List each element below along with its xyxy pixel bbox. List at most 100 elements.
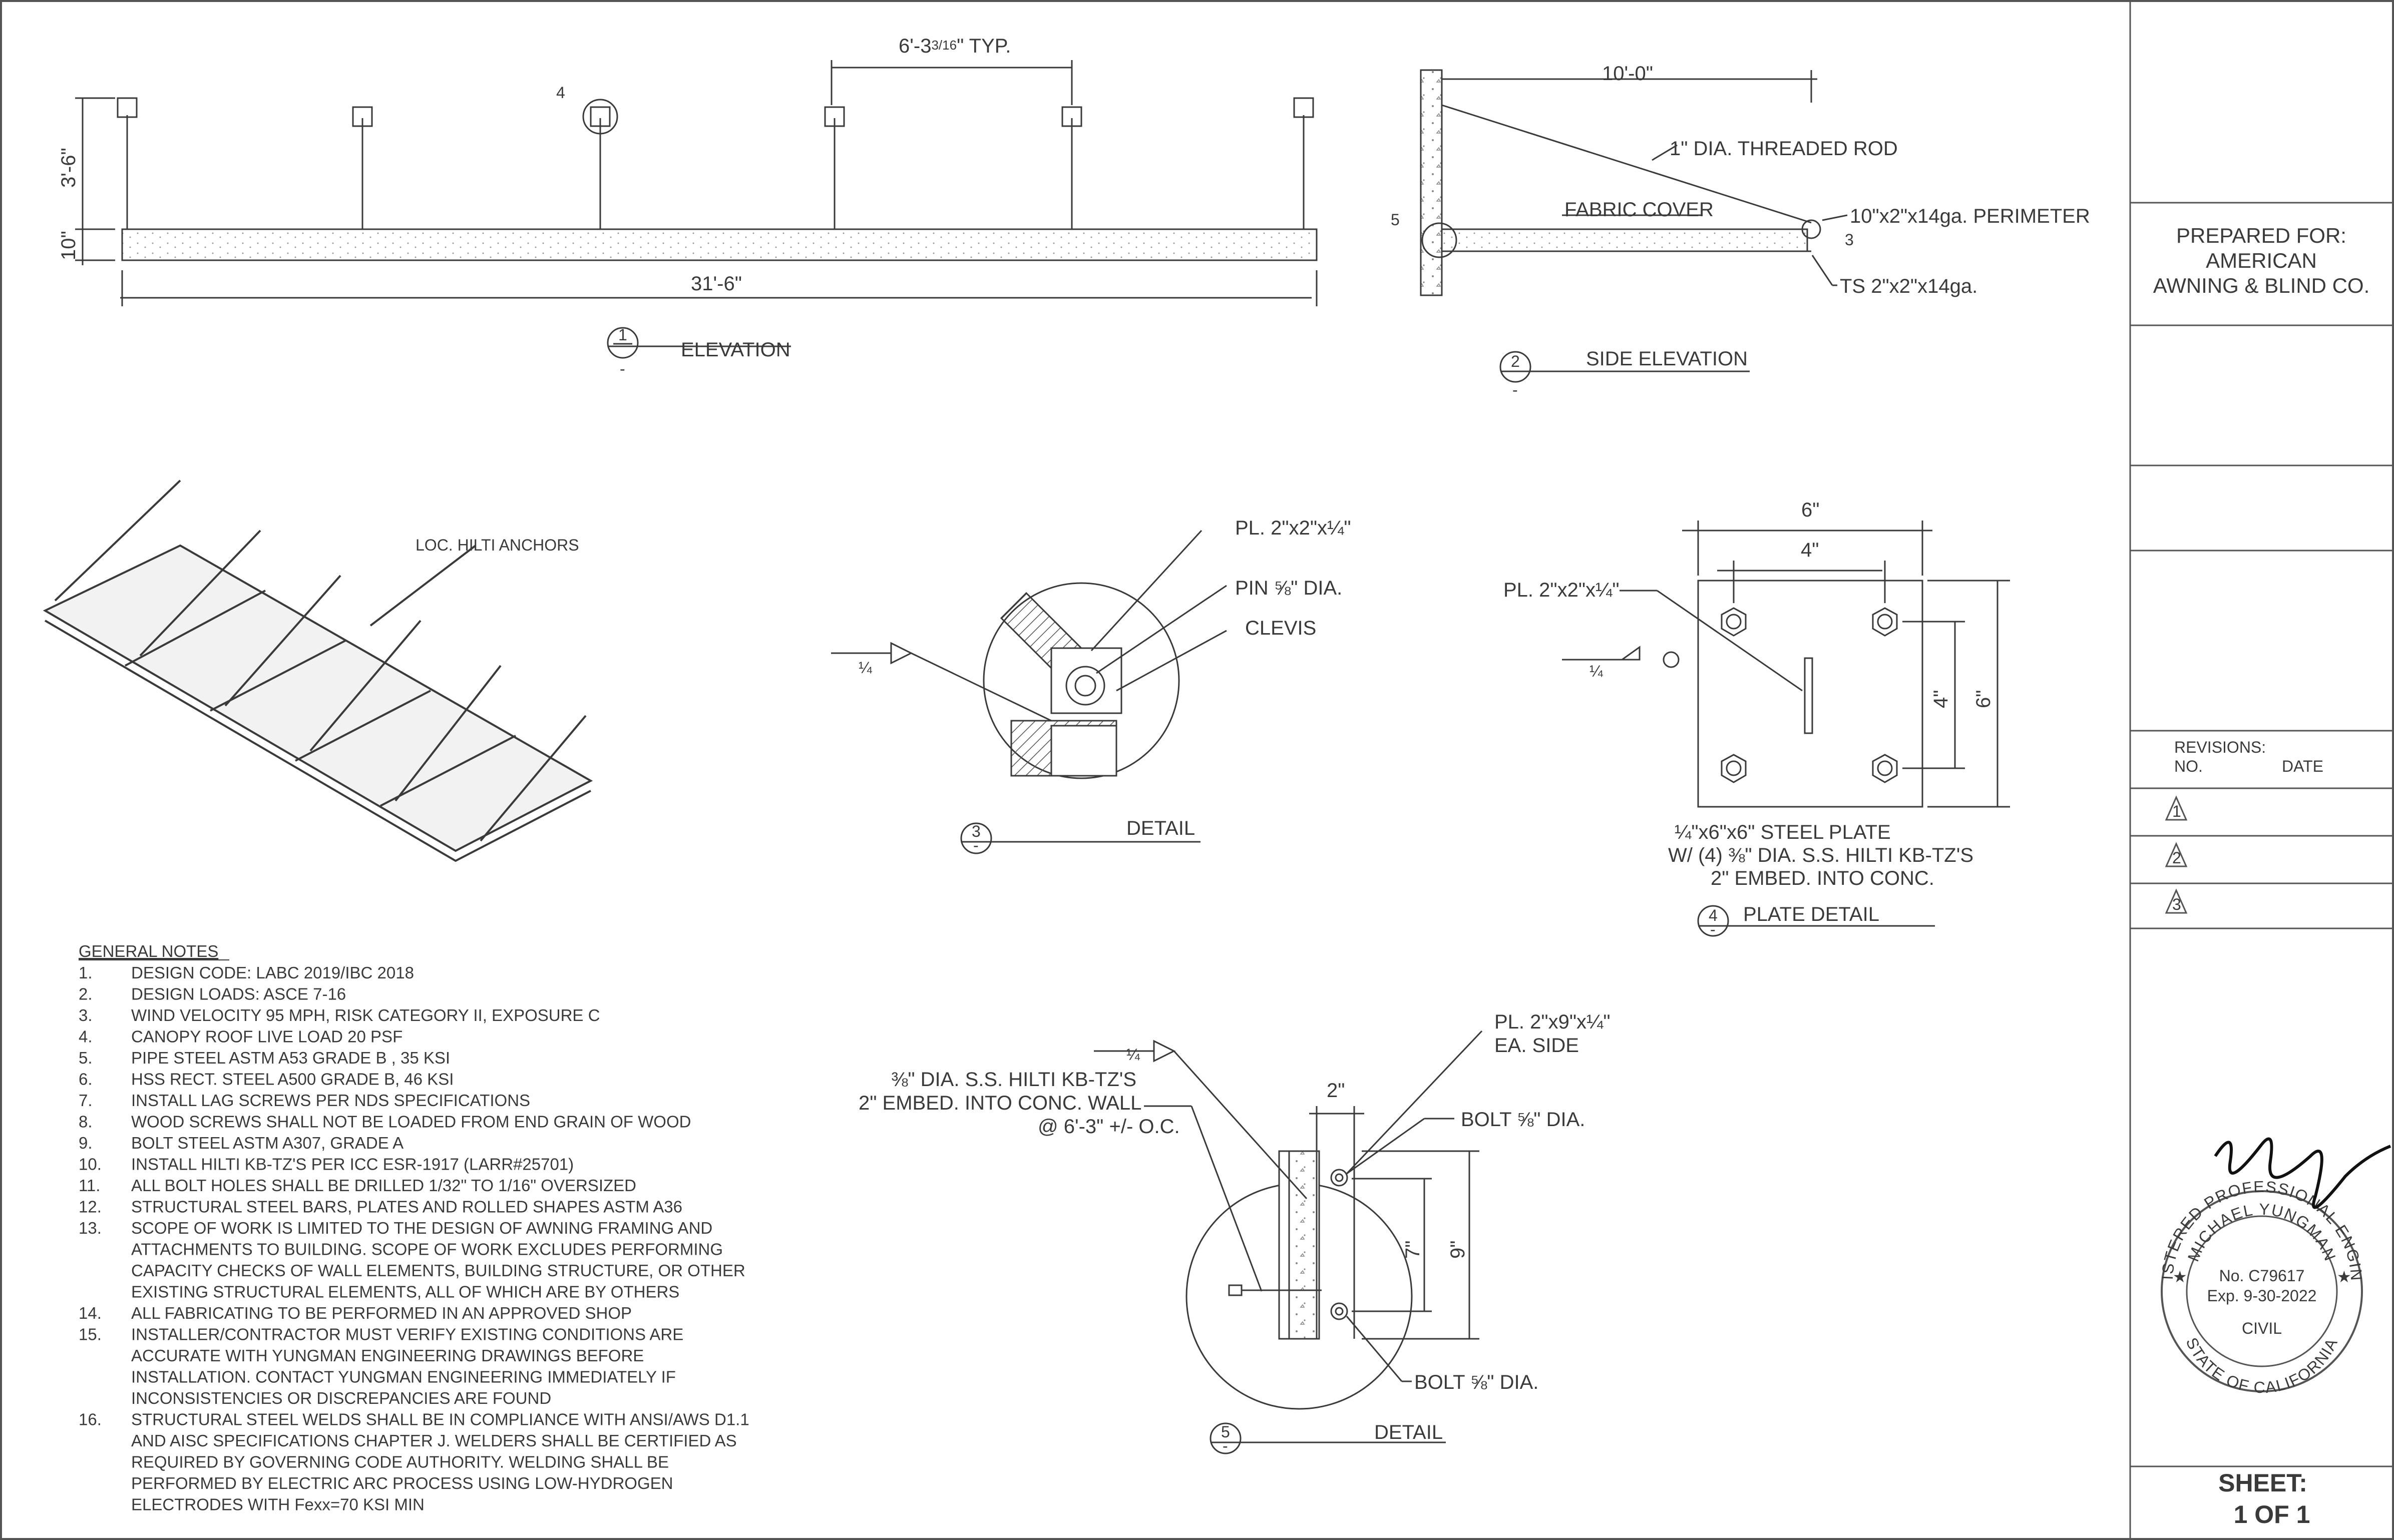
engineer-signature — [2214, 1137, 2391, 1209]
note-line: SCOPE OF WORK IS LIMITED TO THE DESIGN O… — [131, 1219, 712, 1237]
detail3-callout-sheet: - — [973, 836, 979, 854]
detail5-callout-num: 5 — [1221, 1423, 1230, 1441]
detail3-title: DETAIL — [1126, 817, 1195, 839]
note-line: ELECTRODES WITH Fexx=70 KSI MIN — [131, 1495, 425, 1514]
detail4-caption-2: W/ (4) ⅜" DIA. S.S. HILTI KB-TZ'S — [1668, 844, 1973, 866]
note-number: 7. — [79, 1091, 93, 1110]
note-line: EXISTING STRUCTURAL ELEMENTS, ALL OF WHI… — [131, 1283, 679, 1301]
rev-3-label: 3 — [2172, 895, 2181, 913]
detail5-callout-sheet: - — [1223, 1437, 1228, 1455]
detail4-dim-6-top: 6" — [1801, 499, 1819, 521]
note-number: 6. — [79, 1070, 93, 1089]
revisions-no: NO. — [2174, 757, 2203, 775]
title-block — [2129, 1, 2393, 1539]
iso-anchors-label: LOC. HILTI ANCHORS — [416, 536, 579, 554]
detail5-dim-9: 9" — [1447, 1241, 1469, 1259]
detail3-weld: ¼ — [859, 659, 873, 677]
detail5-title: DETAIL — [1374, 1421, 1443, 1443]
note-line: STRUCTURAL STEEL BARS, PLATES AND ROLLED… — [131, 1198, 682, 1216]
note-line: BOLT STEEL ASTM A307, GRADE A — [131, 1134, 404, 1152]
stamp-star-right: ★ — [2337, 1268, 2351, 1286]
side-ts: TS 2"x2"x14ga. — [1840, 275, 1977, 297]
detail4-caption-3: 2" EMBED. INTO CONC. — [1711, 867, 1934, 889]
note-line: INSTALLATION. CONTACT YUNGMAN ENGINEERIN… — [131, 1368, 676, 1386]
note-line: CANOPY ROOF LIVE LOAD 20 PSF — [131, 1028, 403, 1046]
detail-4-view — [1562, 521, 2010, 937]
detail4-callout-num: 4 — [1709, 906, 1718, 924]
note-line: DESIGN CODE: LABC 2019/IBC 2018 — [131, 963, 414, 982]
note-line: WOOD SCREWS SHALL NOT BE LOADED FROM END… — [131, 1113, 691, 1131]
elevation-detail-tag: 4 — [556, 84, 565, 102]
prepared-for-label: PREPARED FOR: — [2176, 224, 2346, 247]
elevation-detail-circle — [582, 99, 618, 135]
detail5-anchor-1: ⅜" DIA. S.S. HILTI KB-TZ'S — [891, 1069, 1136, 1091]
note-number: 9. — [79, 1134, 93, 1152]
note-number: 1. — [79, 963, 93, 982]
note-number: 8. — [79, 1113, 93, 1131]
note-line: WIND VELOCITY 95 MPH, RISK CATEGORY II, … — [131, 1006, 600, 1024]
rev-1-triangle — [2165, 795, 2188, 821]
note-line: ALL FABRICATING TO BE PERFORMED IN AN AP… — [131, 1304, 632, 1322]
note-number: 10. — [79, 1155, 102, 1174]
elevation-callout-num: 1 — [618, 326, 627, 344]
note-number: 12. — [79, 1198, 102, 1216]
detail3-pin: PIN ⅝" DIA. — [1235, 577, 1342, 599]
detail4-title: PLATE DETAIL — [1743, 903, 1879, 925]
client-line-1: AMERICAN — [2206, 249, 2317, 272]
plate-bolts — [1721, 607, 1898, 783]
stamp-top-arc: REGISTERED PROFESSIONAL ENGINEER — [0, 0, 2364, 1282]
elevation-callout-sheet: - — [620, 360, 625, 378]
side-tag-5: 5 — [1391, 211, 1400, 229]
stamp-license: No. C79617 — [2219, 1267, 2305, 1285]
note-number: 3. — [79, 1006, 93, 1024]
note-line: ALL BOLT HOLES SHALL BE DRILLED 1/32" TO… — [131, 1176, 636, 1195]
elevation-hangers — [117, 97, 1314, 229]
detail4-caption-1: ¼"x6"x6" STEEL PLATE — [1675, 821, 1891, 843]
elevation-title: ELEVATION — [681, 339, 790, 361]
note-number: 2. — [79, 985, 93, 1003]
elevation-length-dim: 31'-6" — [691, 273, 742, 295]
note-number: 5. — [79, 1049, 93, 1067]
stamp-star-left: ★ — [2173, 1268, 2187, 1286]
rev-3-triangle — [2165, 888, 2188, 914]
note-number: 11. — [79, 1176, 100, 1195]
detail5-bolt-top: BOLT ⅝" DIA. — [1461, 1109, 1585, 1131]
notes-heading: GENERAL NOTES — [79, 942, 218, 960]
side-width-dim: 10'-0" — [1602, 63, 1653, 85]
note-line: STRUCTURAL STEEL WELDS SHALL BE IN COMPL… — [131, 1410, 749, 1429]
stamp-discipline: CIVIL — [2242, 1319, 2282, 1337]
elevation-height-dim: 3'-6" — [58, 148, 80, 188]
detail5-dim-2: 2" — [1327, 1080, 1345, 1102]
detail5-plate-2: EA. SIDE — [1494, 1035, 1579, 1057]
detail4-dim-4-top: 4" — [1801, 539, 1819, 561]
side-tag-3: 3 — [1845, 231, 1854, 249]
detail5-plate-1: PL. 2"x9"x¼" — [1494, 1011, 1611, 1033]
stamp-expires: Exp. 9-30-2022 — [2207, 1287, 2317, 1305]
revisions-date: DATE — [2282, 757, 2323, 775]
elevation-depth-dim: 10" — [58, 231, 80, 260]
note-line: INSTALLER/CONTRACTOR MUST VERIFY EXISTIN… — [131, 1325, 683, 1344]
note-line: ACCURATE WITH YUNGMAN ENGINEERING DRAWIN… — [131, 1346, 644, 1365]
detail-3-view — [831, 530, 1227, 854]
elevation-typ-dim: 6'-33/16" TYP. — [899, 35, 1011, 57]
note-line: PERFORMED BY ELECTRIC ARC PROCESS USING … — [131, 1474, 673, 1492]
isometric-view — [43, 479, 593, 862]
side-callout-num: 2 — [1511, 352, 1520, 370]
note-number: 4. — [79, 1028, 93, 1046]
rev-1-label: 1 — [2172, 802, 2181, 820]
detail3-clevis: CLEVIS — [1245, 617, 1316, 639]
note-line: INCONSISTENCIES OR DISCREPANCIES ARE FOU… — [131, 1389, 551, 1407]
detail4-dim-6-side: 6" — [1972, 690, 1994, 708]
sheet-value: 1 OF 1 — [2234, 1500, 2310, 1528]
rev-2-label: 2 — [2172, 849, 2181, 867]
detail3-callout-num: 3 — [972, 822, 981, 840]
side-perimeter: 10"x2"x14ga. PERIMETER — [1850, 205, 2090, 227]
detail3-plate: PL. 2"x2"x¼" — [1235, 517, 1351, 539]
client-line-2: AWNING & BLIND CO. — [2153, 274, 2370, 297]
note-number: 14. — [79, 1304, 102, 1322]
note-line: INSTALL HILTI KB-TZ'S PER ICC ESR-1917 (… — [131, 1155, 574, 1174]
side-fabric-cover: FABRIC COVER — [1564, 199, 1714, 221]
note-line: ATTACHMENTS TO BUILDING. SCOPE OF WORK E… — [131, 1240, 723, 1259]
